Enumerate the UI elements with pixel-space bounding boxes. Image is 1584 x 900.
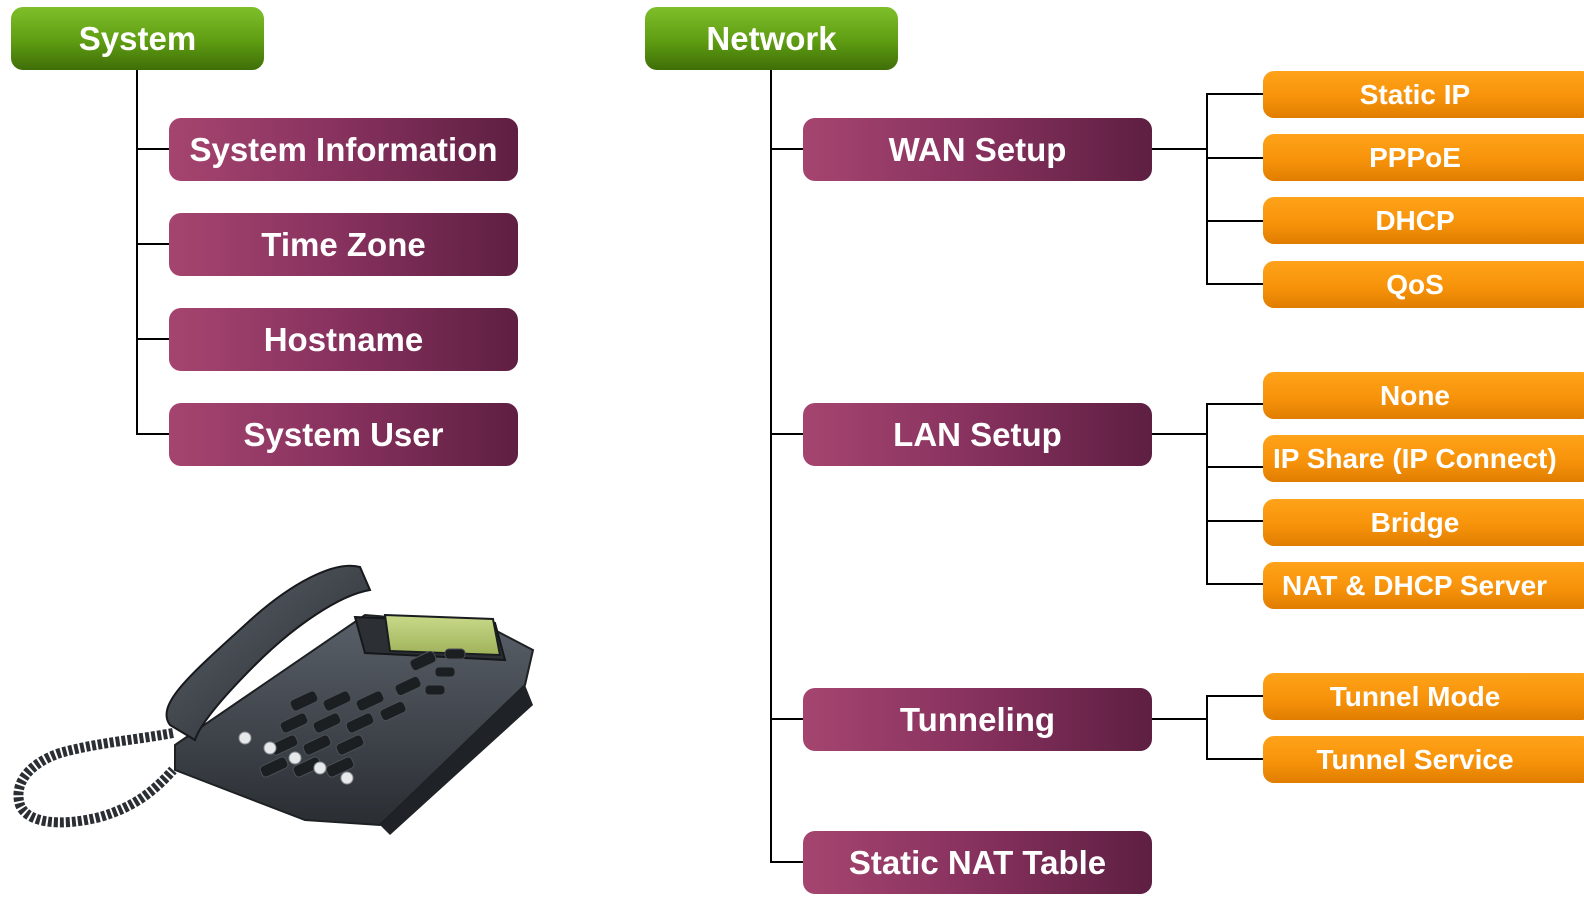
hostname-item: Hostname bbox=[169, 308, 518, 371]
qos-option: QoS bbox=[1263, 261, 1584, 308]
bridge-option: Bridge bbox=[1263, 499, 1584, 546]
system-header: System bbox=[11, 7, 264, 70]
wan-setup-item: WAN Setup bbox=[803, 118, 1152, 181]
tunnel-service-option: Tunnel Service bbox=[1263, 736, 1584, 783]
tunneling-connector-line bbox=[1152, 718, 1208, 720]
tunneling-option-line bbox=[1206, 758, 1264, 760]
lan-setup-item: LAN Setup bbox=[803, 403, 1152, 466]
system-trunk-line bbox=[136, 70, 138, 435]
system-information-item: System Information bbox=[169, 118, 518, 181]
tunnel-mode-option: Tunnel Mode bbox=[1263, 673, 1584, 720]
lan-option-line bbox=[1206, 520, 1264, 522]
static-nat-table-item: Static NAT Table bbox=[803, 831, 1152, 894]
wan-option-line bbox=[1206, 283, 1264, 285]
system-branch-line bbox=[136, 433, 170, 435]
lan-option-line bbox=[1206, 466, 1264, 468]
network-branch-line bbox=[770, 148, 804, 150]
wan-option-line bbox=[1206, 93, 1264, 95]
time-zone-item: Time Zone bbox=[169, 213, 518, 276]
network-trunk-line bbox=[770, 70, 772, 863]
wan-connector-line bbox=[1152, 148, 1208, 150]
network-branch-line bbox=[770, 433, 804, 435]
wan-bracket-line bbox=[1206, 93, 1208, 285]
network-branch-line bbox=[770, 718, 804, 720]
tunneling-bracket-line bbox=[1206, 695, 1208, 760]
wan-option-line bbox=[1206, 157, 1264, 159]
system-user-item: System User bbox=[169, 403, 518, 466]
static-ip-option: Static IP bbox=[1263, 71, 1584, 118]
lan-option-line bbox=[1206, 583, 1264, 585]
desk-phone-icon bbox=[13, 564, 535, 835]
lan-option-line bbox=[1206, 403, 1264, 405]
network-branch-line bbox=[770, 861, 804, 863]
nat-dhcp-server-option: NAT & DHCP Server bbox=[1263, 562, 1584, 609]
network-header: Network bbox=[645, 7, 898, 70]
dhcp-option: DHCP bbox=[1263, 197, 1584, 244]
ip-share-option: IP Share (IP Connect) bbox=[1263, 435, 1584, 482]
tunneling-option-line bbox=[1206, 695, 1264, 697]
system-branch-line bbox=[136, 338, 170, 340]
system-branch-line bbox=[136, 148, 170, 150]
none-option: None bbox=[1263, 372, 1584, 419]
system-branch-line bbox=[136, 243, 170, 245]
tunneling-item: Tunneling bbox=[803, 688, 1152, 751]
lan-bracket-line bbox=[1206, 403, 1208, 585]
wan-option-line bbox=[1206, 220, 1264, 222]
pppoe-option: PPPoE bbox=[1263, 134, 1584, 181]
lan-connector-line bbox=[1152, 433, 1208, 435]
